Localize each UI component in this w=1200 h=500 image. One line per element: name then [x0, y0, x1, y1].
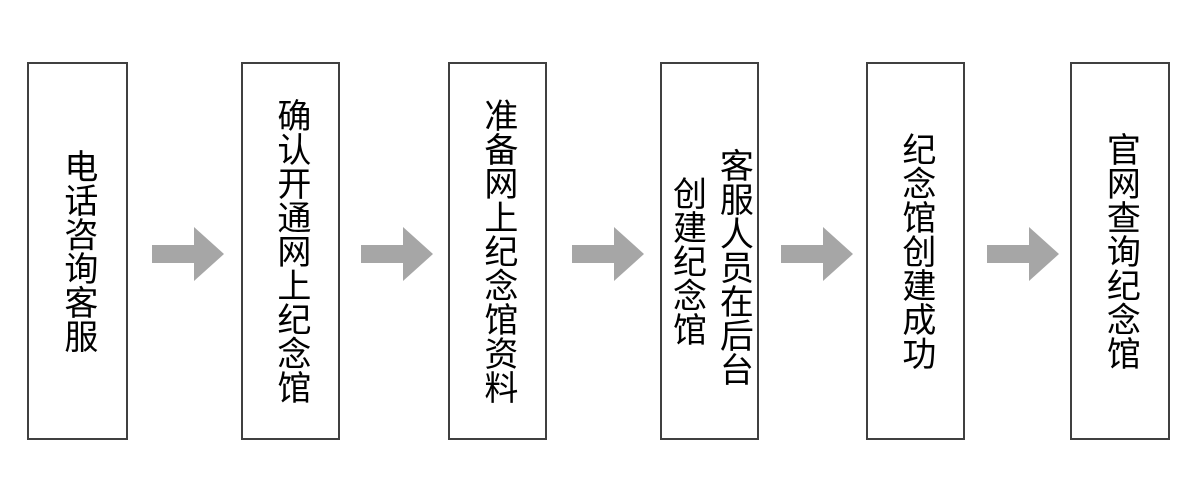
process-box-6-label: 官网查询纪念馆 — [1100, 132, 1141, 370]
process-box-6[interactable]: 官网查询纪念馆 — [1070, 62, 1170, 440]
right-arrow-icon — [572, 227, 644, 281]
process-box-4[interactable]: 客服人员在后台创建纪念馆 — [660, 62, 759, 440]
right-arrow-icon — [987, 227, 1059, 281]
right-arrow-icon — [152, 227, 224, 281]
process-box-5[interactable]: 纪念馆创建成功 — [866, 62, 965, 440]
process-box-2-label: 确认开通网上纪念馆 — [270, 98, 311, 404]
process-box-5-label: 纪念馆创建成功 — [895, 132, 936, 370]
right-arrow-icon — [361, 227, 433, 281]
process-box-4-label-col-1: 客服人员在后台 — [713, 148, 754, 386]
process-box-3-label: 准备网上纪念馆资料 — [477, 98, 518, 404]
process-box-3[interactable]: 准备网上纪念馆资料 — [448, 62, 547, 440]
process-box-2[interactable]: 确认开通网上纪念馆 — [241, 62, 340, 440]
process-box-1-label: 电话咨询客服 — [57, 149, 98, 353]
process-box-4-label-col-2: 创建纪念馆 — [666, 176, 707, 346]
process-box-1[interactable]: 电话咨询客服 — [27, 62, 128, 440]
right-arrow-icon — [781, 227, 853, 281]
